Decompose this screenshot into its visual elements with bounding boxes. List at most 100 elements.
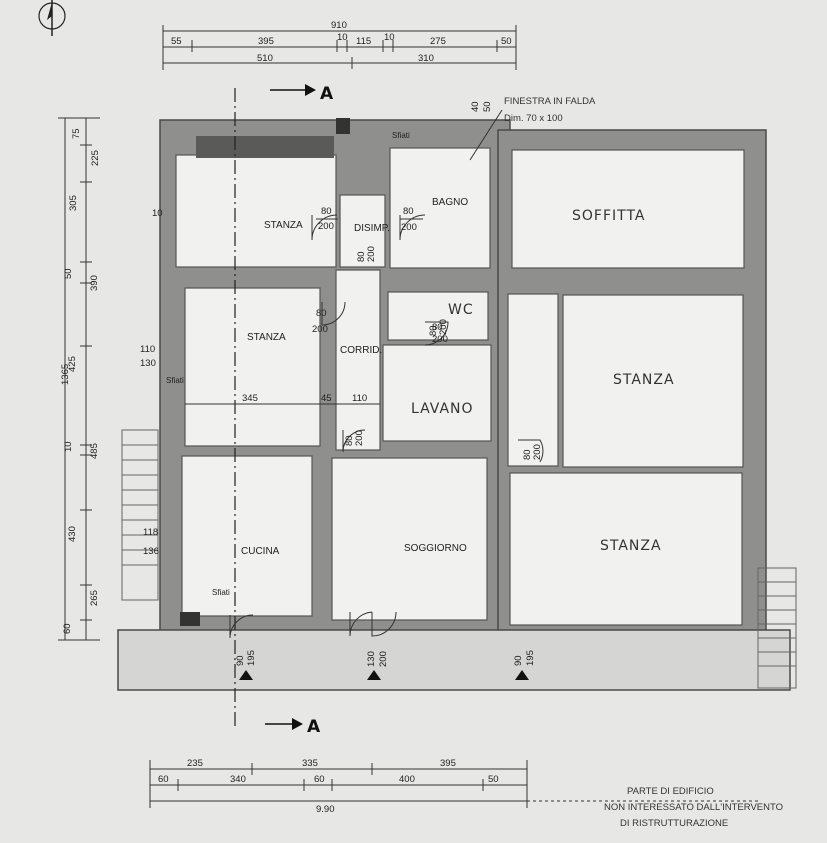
room-cucina bbox=[181, 455, 313, 617]
svg-text:200: 200 bbox=[312, 324, 328, 335]
svg-text:1365: 1365 bbox=[60, 364, 71, 385]
svg-text:130: 130 bbox=[140, 358, 156, 369]
svg-text:NON INTERESSATO DALL'INTERVENT: NON INTERESSATO DALL'INTERVENTO bbox=[604, 802, 783, 813]
svg-text:80: 80 bbox=[344, 435, 355, 446]
room-lavano bbox=[382, 344, 492, 442]
svg-text:235: 235 bbox=[187, 758, 203, 769]
door-dimensions: 80 200 80 200 80 200 80 200 80 200 80 20… bbox=[312, 206, 543, 460]
svg-text:395: 395 bbox=[258, 36, 274, 47]
room-disimp bbox=[339, 194, 386, 268]
svg-text:90: 90 bbox=[513, 655, 524, 666]
svg-text:80: 80 bbox=[403, 206, 414, 217]
north-arrow-icon bbox=[38, 0, 66, 36]
svg-text:200: 200 bbox=[438, 319, 449, 335]
doors bbox=[229, 214, 544, 639]
room-strip-right bbox=[507, 293, 559, 467]
room-bagno bbox=[389, 147, 491, 269]
svg-text:136: 136 bbox=[143, 546, 159, 557]
svg-text:50: 50 bbox=[482, 101, 493, 112]
label-sfiati-left: Sfiati bbox=[166, 376, 184, 385]
svg-text:60: 60 bbox=[314, 774, 325, 785]
svg-text:40: 40 bbox=[470, 101, 481, 112]
svg-text:200: 200 bbox=[378, 651, 389, 667]
note-unaffected-part: PARTE DI EDIFICIO NON INTERESSATO DALL'I… bbox=[604, 786, 783, 829]
svg-text:195: 195 bbox=[246, 650, 257, 666]
svg-text:200: 200 bbox=[318, 221, 334, 232]
stone-wall-hatch bbox=[180, 118, 350, 626]
svg-text:FINESTRA IN FALDA: FINESTRA IN FALDA bbox=[504, 96, 596, 107]
svg-text:60: 60 bbox=[62, 623, 73, 634]
svg-text:80: 80 bbox=[316, 308, 327, 319]
svg-text:390: 390 bbox=[89, 275, 100, 291]
room-stanza-mid bbox=[184, 287, 321, 447]
section-label-bottom: A bbox=[307, 717, 321, 737]
svg-text:335: 335 bbox=[302, 758, 318, 769]
label-cucina: CUCINA bbox=[241, 546, 280, 557]
svg-text:910: 910 bbox=[331, 20, 347, 31]
svg-text:225: 225 bbox=[90, 150, 101, 166]
room-corridor bbox=[335, 269, 381, 451]
label-soggiorno: SOGGIORNO bbox=[404, 543, 467, 554]
svg-text:80: 80 bbox=[522, 449, 533, 460]
stair-left bbox=[121, 429, 159, 601]
svg-text:DI RISTRUTTURAZIONE: DI RISTRUTTURAZIONE bbox=[620, 818, 728, 829]
svg-text:10: 10 bbox=[337, 32, 348, 43]
svg-text:10: 10 bbox=[384, 32, 395, 43]
svg-text:200: 200 bbox=[354, 430, 365, 446]
svg-text:80: 80 bbox=[356, 251, 367, 262]
svg-text:430: 430 bbox=[67, 526, 78, 542]
room-stanza-top bbox=[175, 154, 337, 268]
svg-text:115: 115 bbox=[356, 36, 371, 47]
svg-text:310: 310 bbox=[418, 53, 434, 64]
label-sfiati-cucina: Sfiati bbox=[212, 588, 230, 597]
room-labels: STANZA DISIMP. BAGNO SOFFITTA STANZA WC … bbox=[166, 131, 675, 597]
label-corrid: CORRID. bbox=[340, 345, 382, 356]
svg-text:340: 340 bbox=[230, 774, 246, 785]
room-soffitta bbox=[511, 149, 745, 269]
room-soggiorno bbox=[331, 457, 488, 621]
svg-text:80: 80 bbox=[428, 325, 439, 336]
svg-text:90: 90 bbox=[235, 655, 246, 666]
svg-text:50: 50 bbox=[488, 774, 499, 785]
label-stanza-mid: STANZA bbox=[247, 332, 286, 343]
room-stanza-right-low bbox=[509, 472, 743, 626]
svg-text:485: 485 bbox=[89, 443, 100, 459]
svg-text:345: 345 bbox=[242, 393, 258, 404]
svg-text:55: 55 bbox=[171, 36, 182, 47]
svg-text:118: 118 bbox=[143, 527, 158, 538]
label-disimp: DISIMP. bbox=[354, 223, 390, 234]
label-stanza-right-low: STANZA bbox=[600, 538, 662, 554]
svg-text:50: 50 bbox=[63, 268, 74, 279]
svg-text:275: 275 bbox=[430, 36, 446, 47]
label-sfiati-top: Sfiati bbox=[392, 131, 410, 140]
svg-text:9.90: 9.90 bbox=[316, 804, 335, 815]
svg-text:110: 110 bbox=[140, 344, 155, 355]
svg-text:305: 305 bbox=[68, 195, 79, 211]
stair-right bbox=[757, 567, 797, 689]
dimensions-inner: 110 130 345 45 110 118 136 10 bbox=[140, 208, 380, 557]
svg-text:PARTE DI EDIFICIO: PARTE DI EDIFICIO bbox=[627, 786, 714, 797]
label-stanza-top: STANZA bbox=[264, 220, 303, 231]
svg-text:195: 195 bbox=[525, 650, 536, 666]
svg-text:Dim. 70 x 100: Dim. 70 x 100 bbox=[504, 113, 563, 124]
label-soffitta: SOFFITTA bbox=[572, 208, 646, 224]
skylight-note: FINESTRA IN FALDA Dim. 70 x 100 40 50 bbox=[469, 96, 596, 161]
svg-text:200: 200 bbox=[366, 246, 377, 262]
label-stanza-right: STANZA bbox=[613, 372, 675, 388]
svg-text:50: 50 bbox=[501, 36, 512, 47]
svg-text:110: 110 bbox=[352, 393, 367, 404]
dimensions-top: 910 55 395 10 115 10 275 50 510 310 bbox=[162, 20, 517, 70]
label-wc: WC bbox=[448, 302, 474, 318]
svg-text:200: 200 bbox=[532, 444, 543, 460]
label-lavano: LAVANO bbox=[411, 401, 474, 417]
svg-text:45: 45 bbox=[321, 393, 332, 404]
svg-text:75: 75 bbox=[71, 128, 82, 139]
room-wc bbox=[387, 291, 489, 341]
svg-text:130: 130 bbox=[366, 651, 377, 667]
svg-text:60: 60 bbox=[158, 774, 169, 785]
svg-text:200: 200 bbox=[401, 222, 417, 233]
rooms bbox=[175, 147, 745, 626]
dimensions-bottom: 235 335 395 60 340 60 400 50 9.90 bbox=[149, 758, 760, 815]
section-label-top: A bbox=[320, 84, 334, 104]
